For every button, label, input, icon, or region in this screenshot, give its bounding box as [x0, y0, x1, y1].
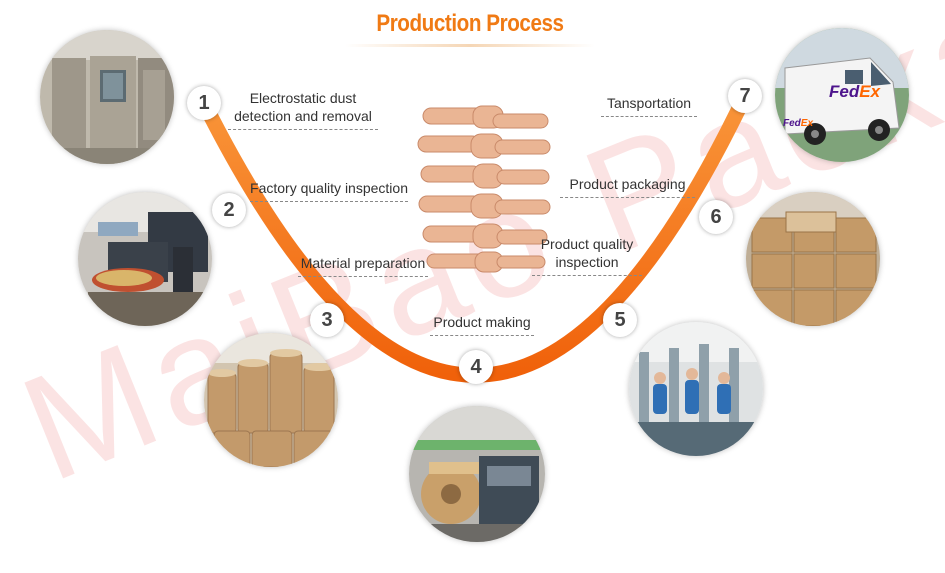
van-logo: FedEx: [829, 82, 880, 102]
step-1-number: 1: [187, 86, 221, 120]
step-7-number: 7: [728, 79, 762, 113]
step-7-label-line1: Tansportation: [606, 95, 692, 111]
step-6-label-line1: Product packaging: [569, 176, 686, 192]
step-2-label-line1: Factory quality inspection: [250, 180, 408, 196]
step-3-label-line1: Material preparation: [300, 255, 426, 271]
photo-paper-rolls-warehouse: [204, 333, 338, 467]
stacked-fists-image: [417, 105, 551, 273]
van-side-logo-fed: Fed: [783, 118, 801, 129]
step-3-number: 3: [310, 303, 344, 337]
step-4-label: Product making: [430, 313, 534, 336]
step-5-label-line1: Product quality: [540, 236, 634, 252]
step-5-label-line2: inspection: [555, 254, 619, 270]
step-3-label: Material preparation: [298, 254, 428, 277]
photo-printing-machine: [78, 192, 212, 326]
photo-fedex-van: FedEx FedEx: [775, 28, 909, 162]
step-7-label: Tansportation: [601, 94, 697, 117]
van-side-logo-ex: Ex: [800, 118, 814, 129]
step-1-label-line2: detection and removal: [234, 108, 372, 124]
step-2-label: Factory quality inspection: [250, 179, 408, 202]
step-1-label-line1: Electrostatic dust: [249, 90, 357, 106]
step-4-label-line1: Product making: [433, 314, 531, 330]
step-6-label: Product packaging: [560, 175, 695, 198]
step-1-label: Electrostatic dust detection and removal: [228, 89, 378, 130]
step-4-number: 4: [459, 350, 493, 384]
photo-workers-inspecting: [629, 322, 763, 456]
diagram-title: Production Process: [376, 10, 564, 37]
title-underline: [345, 44, 595, 47]
van-side-logo: FedEx: [783, 118, 813, 129]
step-2-number: 2: [212, 193, 246, 227]
van-logo-fed: Fed: [829, 82, 860, 101]
step-5-label: Product quality inspection: [532, 235, 642, 276]
photo-packed-cartons: [746, 192, 880, 326]
step-5-number: 5: [603, 303, 637, 337]
photo-bag-making-machine: [409, 406, 545, 542]
step-6-number: 6: [699, 200, 733, 234]
photo-clean-room-door: [40, 30, 174, 164]
van-logo-ex: Ex: [859, 82, 881, 101]
